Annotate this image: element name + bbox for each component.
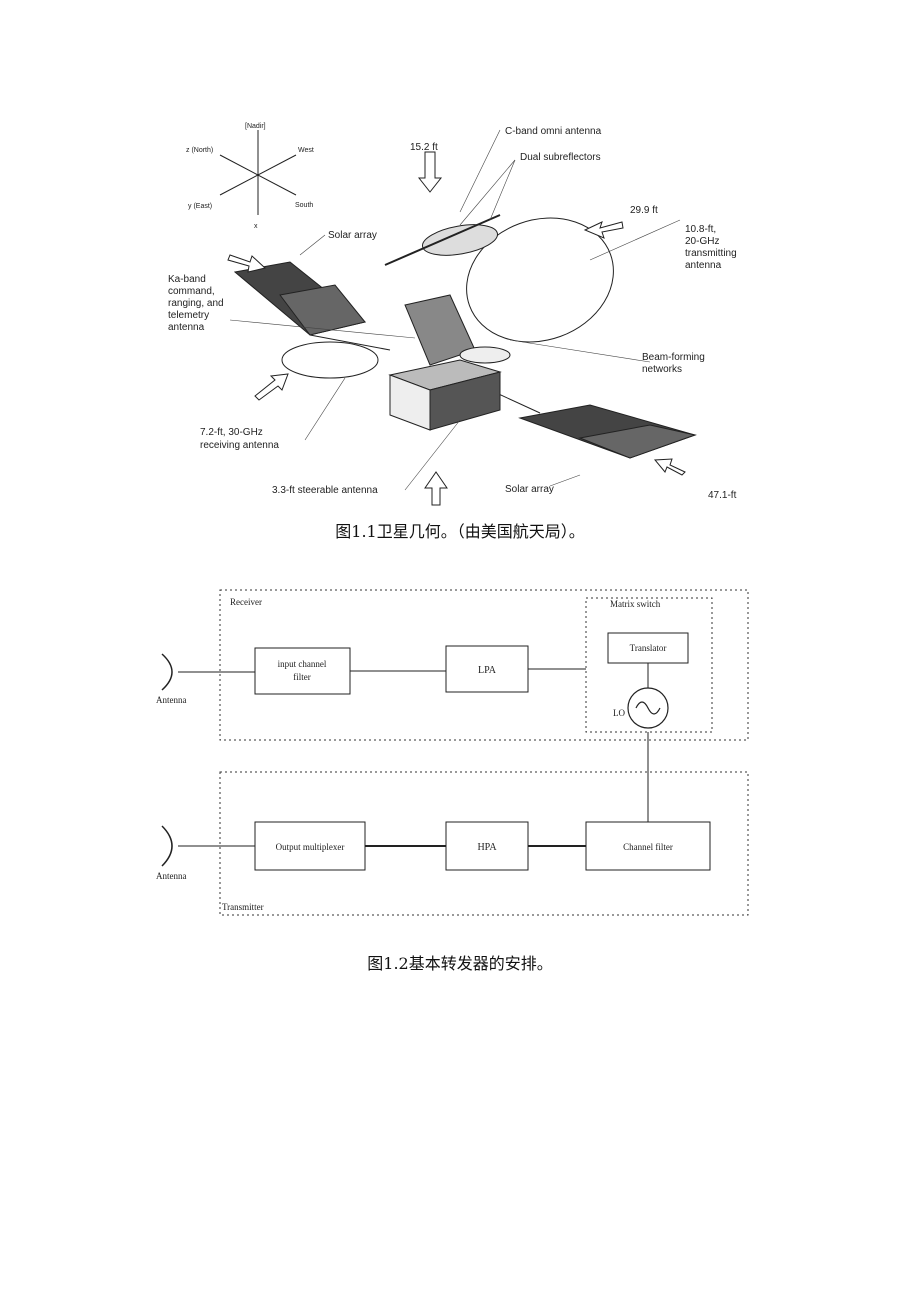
label-ka-band-4: telemetry [168,310,209,321]
label-steerable-antenna: 3.3-ft steerable antenna [272,485,378,496]
label-ka-band-5: antenna [168,322,205,333]
label-solar-array-top: Solar array [328,230,377,241]
receiving-antenna-dish [281,341,379,379]
transponder-block-diagram: Receiver Matrix switch Transmitter Anten… [150,580,760,925]
label-47-1-ft: 47.1-ft [708,490,737,501]
label-ka-band-3: ranging, and [168,298,224,309]
transmitting-antenna-dish [466,217,614,343]
antenna-rx-icon [161,653,173,691]
channel-filter-label: Channel filter [623,842,673,852]
label-ka-band-1: Ka-band [168,274,206,285]
antenna-tx-icon [161,825,173,867]
lpa-block [445,645,529,693]
label-tx-antenna-4: antenna [685,260,722,271]
mast [384,214,501,266]
translator-block [607,632,689,664]
translator-label: Translator [630,643,667,653]
transmitter-label: Transmitter [222,902,264,912]
label-29-9-ft: 29.9 ft [630,205,658,216]
axis-west-label: West [298,147,314,154]
axis-x-label: x [254,223,258,230]
compass-axes [219,130,297,215]
label-tx-antenna-1: 10.8-ft, [685,224,716,235]
antenna-tx-label: Antenna [156,871,187,881]
solar-array-bottom [489,389,697,459]
lpa-label: LPA [478,665,497,676]
matrix-switch-label: Matrix switch [610,599,661,609]
input-filter-label-2: filter [293,672,311,682]
hpa-block [445,821,529,871]
label-ka-band-2: command, [168,286,215,297]
label-tx-antenna-2: 20-GHz [685,236,719,247]
label-beam-forming-2: networks [642,364,682,375]
leader-lines [229,129,681,491]
axis-nadir-label: [Nadir] [245,123,266,130]
axis-north-label: z (North) [186,147,213,154]
label-c-band-omni: C-band omni antenna [505,126,602,137]
channel-filter-block [585,821,711,871]
label-rx-antenna-2: receiving antenna [200,440,279,451]
solar-array-top [233,261,391,351]
figure2-caption: 图1.2基本转发器的安排。 [367,954,553,973]
figure1-caption: 图1.1卫星几何。（由美国航天局）。 [335,522,585,541]
label-rx-antenna-1: 7.2-ft, 30-GHz [200,427,263,438]
receiver-region [219,589,749,741]
satellite-bus [388,294,502,431]
subreflector-dish [421,224,499,256]
label-tx-antenna-3: transmitting [685,248,737,259]
label-15-2-ft: 15.2 ft [410,142,438,153]
axis-east-label: y (East) [188,203,212,210]
satellite-geometry-figure: [Nadir] z (North) West y (East) South x [160,110,760,520]
satellite-drawing: [Nadir] z (North) West y (East) South x [168,123,737,506]
receiver-label: Receiver [230,597,262,607]
transmitter-region [219,771,749,916]
transponder-diagram: Receiver Matrix switch Transmitter Anten… [156,589,749,916]
direction-arrows [227,151,686,506]
hpa-label: HPA [477,842,497,853]
label-dual-subreflectors: Dual subreflectors [520,152,601,163]
sine-wave-icon [635,701,661,715]
axis-south-label: South [295,202,313,209]
antenna-rx-label: Antenna [156,695,187,705]
steerable-antenna-dish [459,346,511,364]
input-filter-label-1: input channel [278,659,327,669]
label-solar-array-bottom: Solar array [505,484,554,495]
lo-label: LO [613,708,625,718]
label-beam-forming-1: Beam-forming [642,352,705,363]
output-mux-label: Output multiplexer [276,842,345,852]
input-channel-filter-block [254,647,351,695]
